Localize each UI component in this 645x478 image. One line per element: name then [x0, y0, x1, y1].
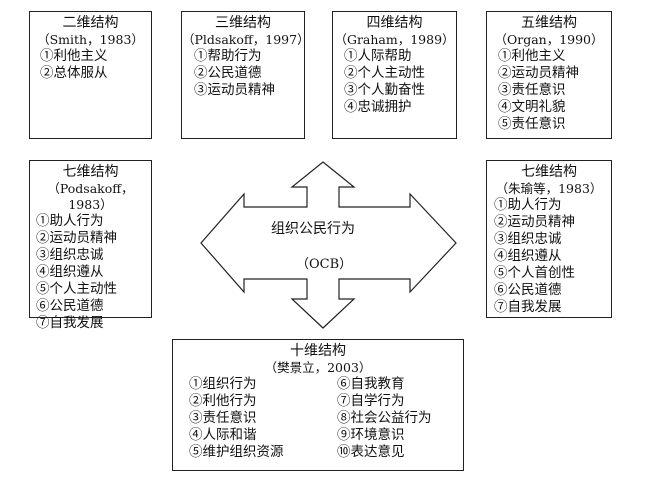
structure-item: ⑤责任意识: [498, 116, 566, 132]
structure-box-10d: 十维结构 （樊景立，2003） ①组织行为 ②利他行为 ③责任意识 ④人际和谐 …: [172, 339, 464, 471]
structure-title: 七维结构: [62, 164, 119, 180]
structure-item: ②利他行为: [189, 393, 257, 409]
structure-item: ④文明礼貌: [498, 99, 566, 115]
structure-item: ②运动员精神: [36, 230, 117, 246]
structure-box-3d: 三维结构 （Pldsakoff，1997） ①帮助行为 ②公民道德 ③运动员精神: [181, 11, 310, 139]
structure-item: ⑧社会公益行为: [337, 410, 432, 426]
structure-item: ①人际帮助: [344, 48, 412, 64]
structure-source: （朱瑜等，1983）: [495, 181, 603, 196]
structure-item: ⑥公民道德: [36, 298, 104, 314]
ten-items-grid: ①组织行为 ②利他行为 ③责任意识 ④人际和谐 ⑤维护组织资源 ⑥自我教育 ⑦自…: [173, 376, 463, 461]
structure-item: ①利他主义: [40, 48, 108, 64]
structure-item: ②公民道德: [194, 65, 262, 81]
structure-source: （Podsakoff，1983）: [47, 181, 134, 212]
structure-item: ②个人主动性: [344, 65, 425, 81]
structure-item: ②总体服从: [40, 65, 108, 81]
structure-item: ④组织遵从: [494, 248, 562, 264]
structure-source: （樊景立，2003）: [264, 360, 372, 375]
structure-source: （Pldsakoff，1997）: [182, 32, 310, 47]
structure-item: ③个人勤奋性: [344, 82, 425, 98]
structure-item: ⑨环境意识: [337, 427, 405, 443]
structure-item: ①帮助行为: [194, 48, 262, 64]
structure-item: ⑤个人主动性: [36, 281, 117, 297]
structure-item: ①助人行为: [494, 197, 562, 213]
structure-item: ⑩表达意见: [337, 444, 405, 460]
structure-source: （Organ，1990）: [494, 32, 604, 47]
structure-title: 五维结构: [521, 15, 577, 31]
structure-item: ⑦自我发展: [494, 299, 562, 315]
structure-item: ③运动员精神: [194, 82, 275, 98]
structure-source: （Smith，1983）: [37, 32, 144, 47]
structure-item: ①利他主义: [498, 48, 566, 64]
structure-item: ③责任意识: [498, 82, 566, 98]
structure-item: ④忠诚拥护: [344, 99, 412, 115]
structure-item: ③责任意识: [189, 410, 257, 426]
structure-items: ①帮助行为 ②公民道德 ③运动员精神: [182, 48, 304, 99]
structure-item: ②运动员精神: [498, 65, 579, 81]
structure-item: ⑤个人首创性: [494, 265, 575, 281]
structure-box-2d: 二维结构 （Smith，1983） ①利他主义 ②总体服从: [29, 11, 152, 139]
structure-title: 七维结构: [521, 164, 577, 180]
structure-box-5d: 五维结构 （Organ，1990） ①利他主义 ②运动员精神 ③责任意识 ④文明…: [486, 11, 612, 139]
ten-items-left: ①组织行为 ②利他行为 ③责任意识 ④人际和谐 ⑤维护组织资源: [189, 376, 337, 461]
center-abbr: （OCB）: [296, 257, 353, 272]
structure-title: 四维结构: [366, 15, 423, 31]
structure-item: ①组织行为: [189, 376, 257, 392]
structure-item: ③组织忠诚: [36, 247, 104, 263]
structure-item: ①助人行为: [36, 213, 104, 229]
structure-title: 十维结构: [290, 343, 346, 359]
structure-title: 三维结构: [215, 15, 271, 31]
structure-source: （Graham，1989）: [334, 32, 455, 47]
structure-items: ①利他主义 ②总体服从: [30, 48, 151, 82]
structure-items: ①助人行为 ②运动员精神 ③组织忠诚 ④组织遵从 ⑤个人主动性 ⑥公民道德 ⑦自…: [30, 213, 151, 332]
four-way-arrow-shape: [200, 161, 457, 329]
structure-item: ④人际和谐: [189, 427, 257, 443]
structure-item: ⑤维护组织资源: [189, 444, 284, 460]
structure-item: ②运动员精神: [494, 214, 575, 230]
structure-item: ⑥自我教育: [337, 376, 405, 392]
structure-items: ①利他主义 ②运动员精神 ③责任意识 ④文明礼貌 ⑤责任意识: [487, 48, 611, 133]
structure-title: 二维结构: [62, 15, 119, 31]
structure-items: ①助人行为 ②运动员精神 ③组织忠诚 ④组织遵从 ⑤个人首创性 ⑥公民道德 ⑦自…: [487, 197, 611, 316]
structure-box-7d-podsakoff: 七维结构 （Podsakoff，1983） ①助人行为 ②运动员精神 ③组织忠诚…: [29, 160, 152, 331]
ten-items-right: ⑥自我教育 ⑦自学行为 ⑧社会公益行为 ⑨环境意识 ⑩表达意见: [337, 376, 432, 461]
structure-box-7d-zhuyu: 七维结构 （朱瑜等，1983） ①助人行为 ②运动员精神 ③组织忠诚 ④组织遵从…: [486, 160, 612, 318]
structure-item: ③组织忠诚: [494, 231, 562, 247]
center-title: 组织公民行为: [271, 221, 355, 237]
structure-item: ⑥公民道德: [494, 282, 562, 298]
structure-items: ①人际帮助 ②个人主动性 ③个人勤奋性 ④忠诚拥护: [333, 48, 456, 116]
structure-item: ⑦自学行为: [337, 393, 405, 409]
structure-box-4d: 四维结构 （Graham，1989） ①人际帮助 ②个人主动性 ③个人勤奋性 ④…: [332, 11, 457, 139]
structure-item: ④组织遵从: [36, 264, 104, 280]
structure-item: ⑦自我发展: [36, 315, 104, 331]
